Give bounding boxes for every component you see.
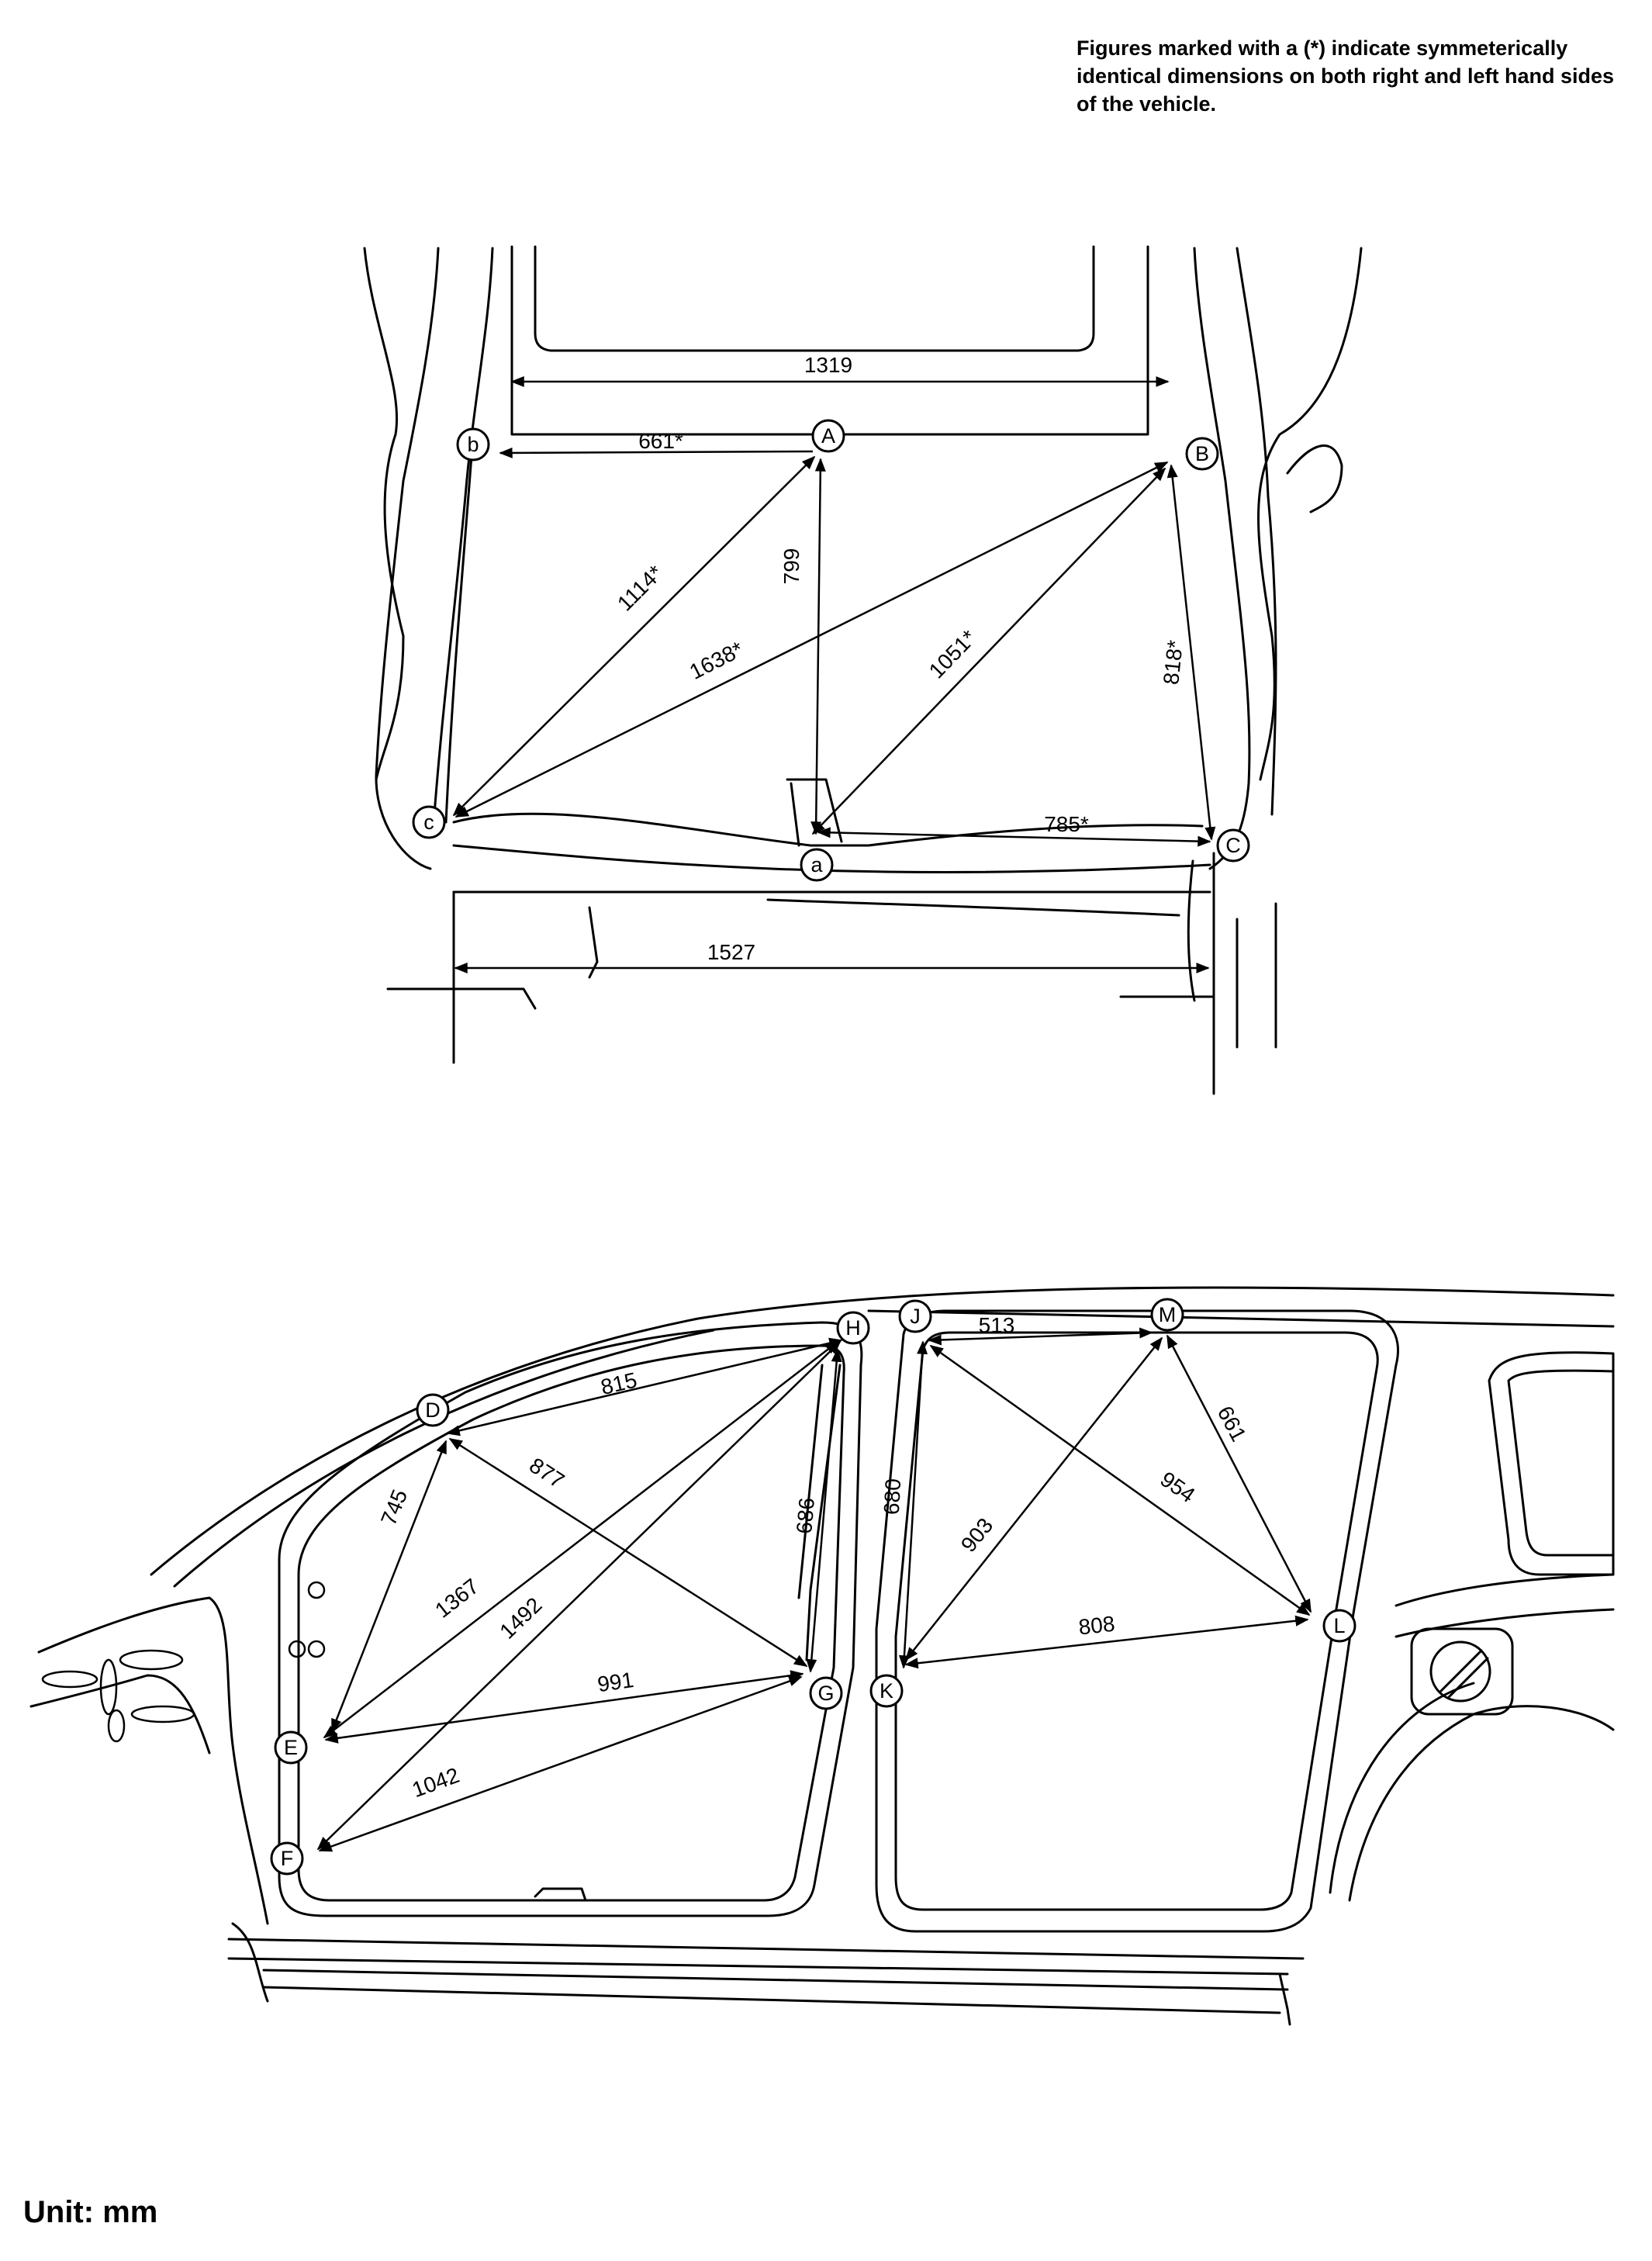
svg-text:c: c bbox=[423, 811, 434, 834]
dim-line-1114 bbox=[452, 455, 816, 817]
svg-text:L: L bbox=[1333, 1614, 1345, 1637]
point-L: L bbox=[1322, 1609, 1357, 1643]
dim-1367: 1367 bbox=[430, 1574, 483, 1623]
point-J: J bbox=[898, 1299, 932, 1333]
dim-745: 745 bbox=[376, 1486, 412, 1529]
point-c: c bbox=[412, 805, 446, 839]
dim-line-661 bbox=[1166, 1334, 1312, 1613]
dim-line-785 bbox=[817, 827, 1211, 847]
svg-text:K: K bbox=[880, 1679, 893, 1703]
dim-line-1042 bbox=[318, 1675, 803, 1852]
symmetry-note: Figures marked with a (*) indicate symme… bbox=[1077, 36, 1615, 116]
dim-line-799 bbox=[810, 458, 826, 835]
dim-680: 680 bbox=[880, 1478, 905, 1515]
dim-line-661s bbox=[499, 447, 814, 458]
dim-line-818 bbox=[1166, 464, 1216, 841]
point-D: D bbox=[416, 1393, 450, 1427]
point-G: G bbox=[809, 1676, 843, 1710]
svg-text:D: D bbox=[425, 1398, 441, 1422]
point-A: A bbox=[811, 419, 845, 453]
point-H: H bbox=[836, 1311, 870, 1345]
dim-785: 785* bbox=[1044, 812, 1089, 836]
svg-text:b: b bbox=[467, 433, 479, 456]
dim-877: 877 bbox=[525, 1453, 569, 1492]
dim-1527: 1527 bbox=[707, 940, 755, 964]
dim-line-903 bbox=[904, 1336, 1163, 1661]
dim-line-808 bbox=[904, 1615, 1309, 1669]
dim-1051: 1051* bbox=[924, 625, 981, 683]
dim-808: 808 bbox=[1077, 1612, 1116, 1640]
dim-661: 661 bbox=[1213, 1402, 1251, 1446]
point-E: E bbox=[274, 1730, 308, 1765]
dim-line-686 bbox=[806, 1348, 842, 1673]
rear-opening-view: 1319 661* 1114* 799 1638* 1051* 818* 785… bbox=[363, 245, 1363, 1095]
side-opening-view: 815 745 877 1367 1492 991 1042 686 680 5… bbox=[29, 1286, 1615, 2026]
dim-954: 954 bbox=[1156, 1467, 1199, 1507]
dim-661s: 661* bbox=[638, 429, 683, 453]
dim-1042: 1042 bbox=[409, 1763, 462, 1802]
unit-label: Unit: mm bbox=[23, 2195, 158, 2229]
dim-line-1051 bbox=[811, 467, 1166, 835]
svg-text:E: E bbox=[284, 1736, 298, 1759]
svg-text:a: a bbox=[810, 853, 823, 876]
svg-text:J: J bbox=[910, 1305, 921, 1328]
dim-903: 903 bbox=[956, 1513, 997, 1557]
dim-686: 686 bbox=[792, 1497, 819, 1535]
dim-799: 799 bbox=[779, 548, 804, 585]
dim-991: 991 bbox=[596, 1668, 635, 1696]
point-b: b bbox=[456, 427, 490, 462]
dim-line-815 bbox=[446, 1337, 843, 1436]
svg-text:F: F bbox=[281, 1847, 294, 1870]
svg-text:H: H bbox=[845, 1316, 861, 1340]
dim-line-1638 bbox=[454, 461, 1169, 818]
dim-1319: 1319 bbox=[804, 353, 852, 377]
dim-1114: 1114* bbox=[613, 561, 668, 616]
dim-513: 513 bbox=[979, 1313, 1015, 1337]
dim-line-680 bbox=[898, 1340, 928, 1669]
dim-line-991 bbox=[324, 1670, 804, 1744]
point-C: C bbox=[1216, 828, 1250, 863]
svg-text:G: G bbox=[817, 1682, 834, 1705]
point-B: B bbox=[1185, 437, 1219, 471]
point-F: F bbox=[270, 1841, 304, 1876]
dim-818: 818* bbox=[1159, 639, 1187, 686]
svg-text:C: C bbox=[1225, 834, 1241, 857]
svg-text:A: A bbox=[821, 424, 835, 448]
dim-line-954 bbox=[929, 1344, 1311, 1616]
point-M: M bbox=[1150, 1298, 1184, 1332]
svg-text:M: M bbox=[1159, 1303, 1177, 1326]
point-a: a bbox=[800, 848, 834, 882]
svg-text:B: B bbox=[1195, 442, 1209, 465]
point-K: K bbox=[869, 1674, 904, 1708]
